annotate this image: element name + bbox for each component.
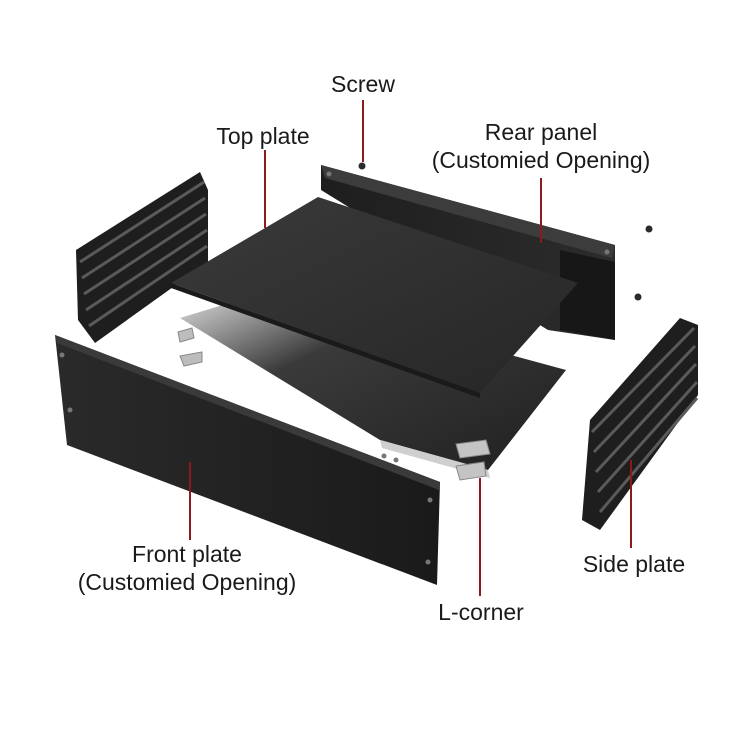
side-plate-right [582, 318, 699, 530]
front-plate [55, 335, 440, 585]
label-screw: Screw [318, 70, 408, 98]
label-side-plate-text: Side plate [582, 551, 686, 577]
label-top-plate-text: Top plate [216, 123, 310, 149]
top-plate [171, 197, 578, 398]
screws [358, 162, 653, 301]
leader-lines [189, 100, 632, 596]
side-plate-left [76, 172, 208, 343]
label-front-plate: Front plate (Customied Opening) [62, 540, 312, 596]
label-l-corner-text: L-corner [438, 599, 524, 625]
label-side-plate: Side plate [566, 550, 702, 578]
label-rear-panel-text: Rear panel [484, 119, 598, 145]
label-rear-panel: Rear panel (Customied Opening) [416, 118, 666, 174]
label-front-plate-note: (Customied Opening) [77, 569, 297, 595]
label-l-corner: L-corner [418, 598, 544, 626]
label-front-plate-text: Front plate [132, 541, 242, 567]
label-rear-panel-note: (Customied Opening) [431, 147, 651, 173]
l-corner-brackets [177, 327, 491, 481]
label-top-plate: Top plate [198, 122, 328, 150]
label-screw-text: Screw [331, 71, 395, 97]
